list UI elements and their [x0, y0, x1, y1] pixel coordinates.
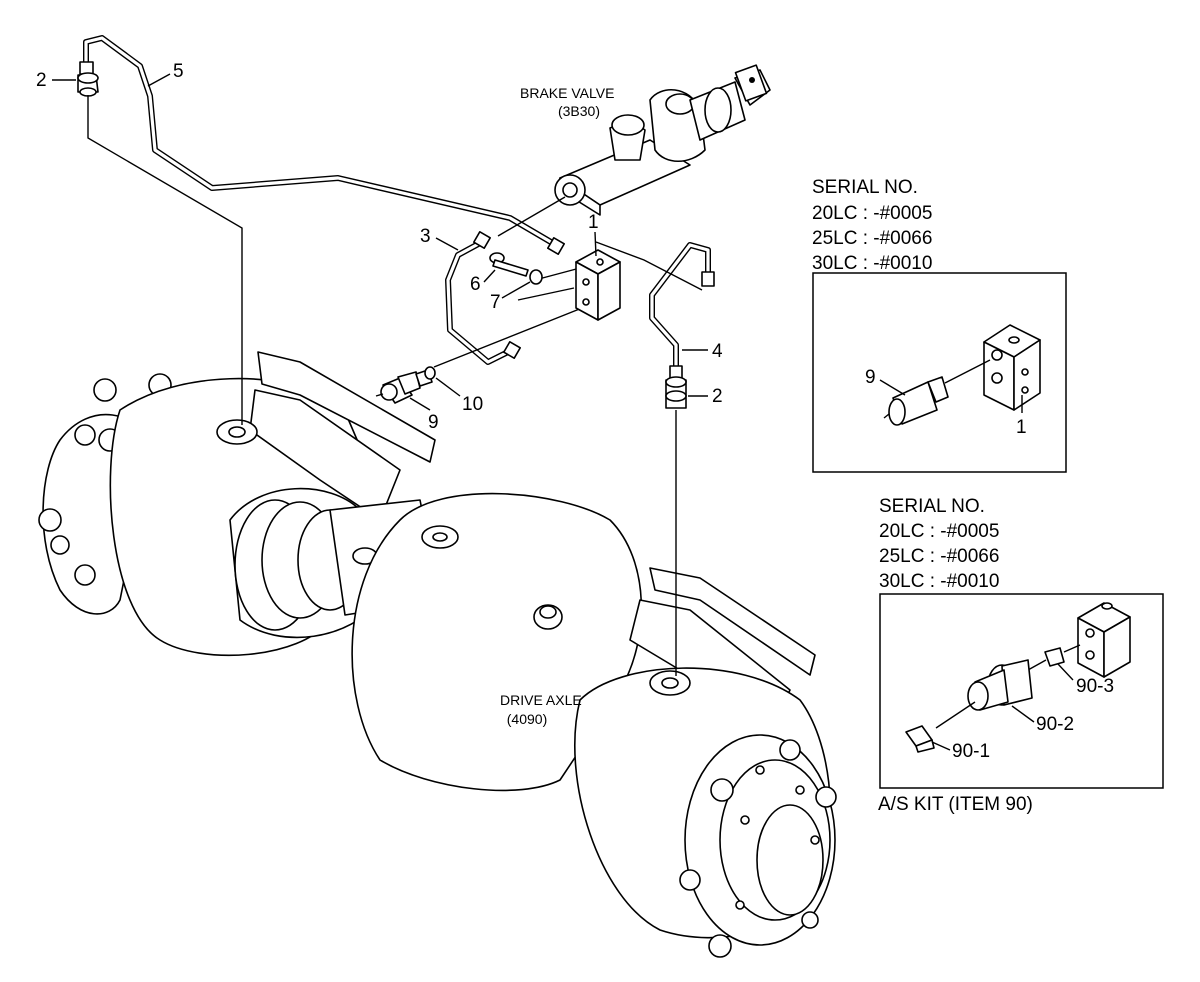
callout-10: 10 [462, 394, 483, 415]
callout-1: 1 [588, 212, 599, 233]
serial-line-1-1: 20LC : -#0005 [812, 203, 932, 224]
serial-line-2-3: 30LC : -#0010 [879, 571, 999, 592]
drive-axle-code: (4090) [507, 711, 547, 727]
brake-valve-code: (3B30) [558, 103, 600, 119]
inset-2-parts: 90-3 90-2 90-1 [905, 602, 1131, 762]
drive-axle-label: DRIVE AXLE [500, 692, 582, 708]
inset1-callout-1: 1 [1016, 417, 1027, 438]
brake-valve [554, 64, 771, 216]
serial-line-1-2: 25LC : -#0066 [812, 228, 932, 249]
brake-tube-5 [83, 35, 559, 248]
serial-line-2-1: 20LC : -#0005 [879, 521, 999, 542]
union-2-top [77, 72, 99, 97]
tube-fittings [79, 61, 715, 379]
callout-2-right: 2 [712, 386, 723, 407]
callout-4: 4 [712, 341, 723, 362]
callout-5: 5 [173, 61, 184, 82]
callout-3: 3 [420, 226, 431, 247]
serial-line-2-2: 25LC : -#0066 [879, 546, 999, 567]
washer-7 [529, 269, 543, 285]
as-kit-label: A/S KIT (ITEM 90) [878, 794, 1033, 815]
brake-tube-4 [649, 242, 711, 371]
inset1-callout-9: 9 [865, 367, 876, 388]
bolt-6 [489, 252, 529, 277]
union-2-right [665, 376, 687, 409]
inset-box-2 [879, 593, 1164, 789]
serial-heading-1: SERIAL NO. [812, 177, 918, 198]
callout-2-top: 2 [36, 70, 47, 91]
leader-lines [87, 95, 703, 676]
stop-lamp-switch-9 [375, 369, 433, 404]
inset2-callout-90-2: 90-2 [1036, 714, 1074, 735]
junction-block-1 [575, 249, 621, 321]
inset-box-1 [812, 272, 1067, 473]
drive-axle [38, 351, 837, 958]
callout-9: 9 [428, 412, 439, 433]
serial-line-1-3: 30LC : -#0010 [812, 253, 932, 274]
serial-block-2: SERIAL NO. 20LC : -#0005 25LC : -#0066 3… [879, 496, 999, 592]
brake-tube-3 [445, 239, 515, 365]
serial-heading-2: SERIAL NO. [879, 496, 985, 517]
main-callouts: 2 5 3 1 6 7 4 2 9 10 [36, 61, 723, 433]
inset2-callout-90-3: 90-3 [1076, 676, 1114, 697]
callout-6: 6 [470, 274, 481, 295]
serial-block-1: SERIAL NO. 20LC : -#0005 25LC : -#0066 3… [812, 177, 932, 274]
o-ring-10 [424, 366, 436, 380]
brake-valve-label: BRAKE VALVE [520, 85, 614, 101]
inset-1-parts: 9 1 [865, 324, 1041, 438]
callout-7: 7 [490, 292, 501, 313]
inset2-callout-90-1: 90-1 [952, 741, 990, 762]
